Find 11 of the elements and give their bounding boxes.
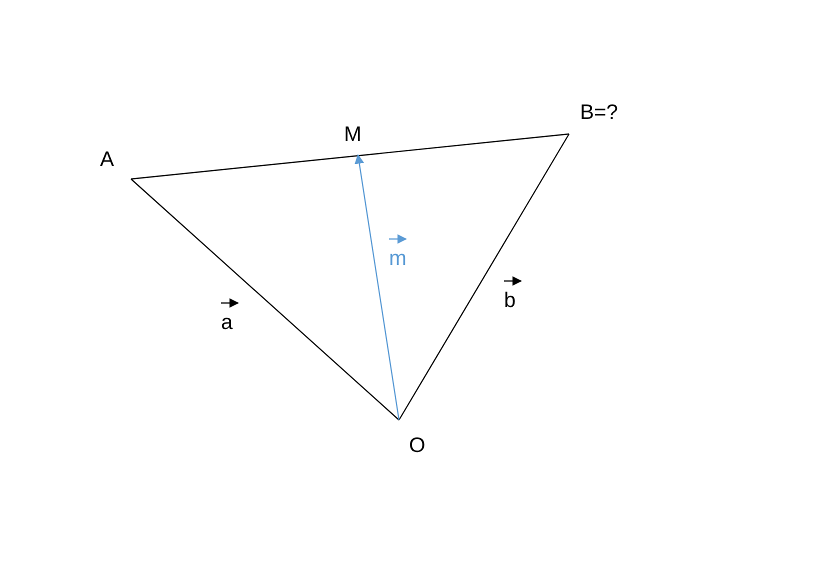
vector-label: m: [389, 247, 406, 271]
point-label: B=?: [580, 101, 618, 125]
vector-label: b: [504, 289, 516, 313]
point-label: A: [100, 148, 114, 172]
vector-arrow: [354, 154, 400, 420]
point-label: O: [409, 434, 426, 458]
point-label: M: [344, 123, 362, 147]
triangle-side: [398, 134, 570, 420]
triangle-side: [130, 178, 400, 420]
vector-label: a: [221, 311, 233, 335]
triangle-side: [130, 133, 570, 180]
